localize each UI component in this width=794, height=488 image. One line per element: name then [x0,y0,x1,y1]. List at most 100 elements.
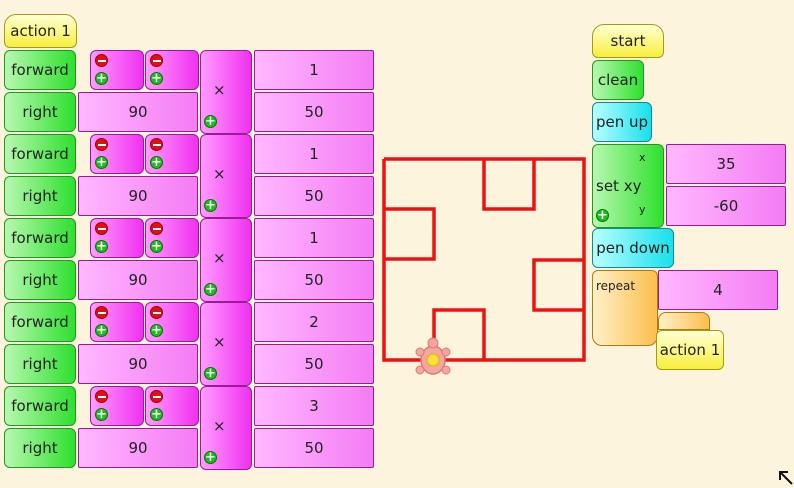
minus-block[interactable]: + [90,218,144,258]
right-block[interactable]: right [4,92,76,132]
plus-icon[interactable]: + [150,71,163,86]
distance-value: 50 [304,103,324,121]
angle-value: 90 [128,103,148,121]
multiplier-value: 1 [309,229,319,247]
multiply-block[interactable]: × + [200,386,252,470]
distance-field[interactable]: 50 [254,176,374,216]
plus-icon[interactable]: + [95,71,108,86]
multiplier-field[interactable]: 3 [254,386,374,426]
action-hat-block[interactable]: action 1 [4,14,77,48]
plus-icon[interactable]: + [150,239,163,254]
plus-icon[interactable]: + [150,407,163,422]
y-value: -60 [713,197,739,215]
plus-icon[interactable]: + [204,114,217,129]
multiply-block[interactable]: × + [200,218,252,302]
plus-icon[interactable]: + [150,323,163,338]
angle-field[interactable]: 90 [78,260,198,300]
multiplier-field[interactable]: 2 [254,302,374,342]
turtle-icon[interactable] [415,337,451,375]
minus-block[interactable]: + [145,386,199,426]
forward-block[interactable]: forward [4,302,76,342]
right-block[interactable]: right [4,176,76,216]
minus-block[interactable]: + [145,218,199,258]
minus-icon[interactable] [95,54,108,67]
repeat-label: repeat [596,279,636,293]
minus-icon[interactable] [95,138,108,151]
plus-icon[interactable]: + [596,208,609,223]
angle-value: 90 [128,439,148,457]
clean-label: clean [597,71,639,89]
minus-icon[interactable] [150,222,163,235]
forward-block[interactable]: forward [4,218,76,258]
minus-icon[interactable] [150,306,163,319]
forward-block[interactable]: forward [4,386,76,426]
drawn-path-segment [384,207,436,261]
multiply-block[interactable]: × + [200,50,252,134]
drawn-path-segment [532,258,584,312]
angle-value: 90 [128,187,148,205]
angle-field[interactable]: 90 [78,92,198,132]
action-call-block[interactable]: action 1 [656,330,724,370]
minus-block[interactable]: + [145,302,199,342]
plus-icon[interactable]: + [204,450,217,465]
minus-icon[interactable] [95,306,108,319]
minus-icon[interactable] [150,390,163,403]
clean-block[interactable]: clean [592,60,644,100]
x-value: 35 [716,155,736,173]
multiplier-field[interactable]: 1 [254,218,374,258]
minus-icon[interactable] [95,390,108,403]
multiply-sign: × [213,81,226,99]
minus-icon[interactable] [150,54,163,67]
minus-block[interactable]: + [90,386,144,426]
repeat-count-field[interactable]: 4 [658,270,778,310]
plus-icon[interactable]: + [204,366,217,381]
start-hat-block[interactable]: start [592,24,664,58]
multiply-block[interactable]: × + [200,134,252,218]
minus-block[interactable]: + [145,134,199,174]
resize-icon[interactable] [778,470,794,486]
minus-block[interactable]: + [90,134,144,174]
minus-block[interactable]: + [90,302,144,342]
distance-field[interactable]: 50 [254,260,374,300]
forward-block[interactable]: forward [4,134,76,174]
multiplier-field[interactable]: 1 [254,50,374,90]
start-label: start [610,32,646,50]
right-block[interactable]: right [4,260,76,300]
multiplier-value: 1 [309,61,319,79]
right-block[interactable]: right [4,344,76,384]
distance-field[interactable]: 50 [254,92,374,132]
repeat-block[interactable]: repeat [592,270,658,346]
pen-down-block[interactable]: pen down [592,228,674,268]
right-block[interactable]: right [4,428,76,468]
minus-icon[interactable] [150,138,163,151]
angle-field[interactable]: 90 [78,176,198,216]
plus-icon[interactable]: + [204,198,217,213]
distance-field[interactable]: 50 [254,344,374,384]
angle-field[interactable]: 90 [78,428,198,468]
y-value-field[interactable]: -60 [666,186,786,226]
minus-block[interactable]: + [145,50,199,90]
plus-icon[interactable]: + [95,155,108,170]
right-label: right [22,439,58,457]
x-value-field[interactable]: 35 [666,144,786,184]
plus-icon[interactable]: + [95,407,108,422]
distance-value: 50 [304,187,324,205]
minus-block[interactable]: + [90,50,144,90]
distance-field[interactable]: 50 [254,428,374,468]
set-xy-block[interactable]: set xy x y + [592,144,664,228]
multiplier-field[interactable]: 1 [254,134,374,174]
action-call-label: action 1 [659,341,721,359]
multiply-sign: × [213,249,226,267]
multiply-sign: × [213,333,226,351]
plus-icon[interactable]: + [204,282,217,297]
multiplier-value: 2 [309,313,319,331]
plus-icon[interactable]: + [95,239,108,254]
angle-field[interactable]: 90 [78,344,198,384]
multiply-block[interactable]: × + [200,302,252,386]
forward-block[interactable]: forward [4,50,76,90]
pen-up-block[interactable]: pen up [592,102,652,142]
plus-icon[interactable]: + [95,323,108,338]
plus-icon[interactable]: + [150,155,163,170]
minus-icon[interactable] [95,222,108,235]
